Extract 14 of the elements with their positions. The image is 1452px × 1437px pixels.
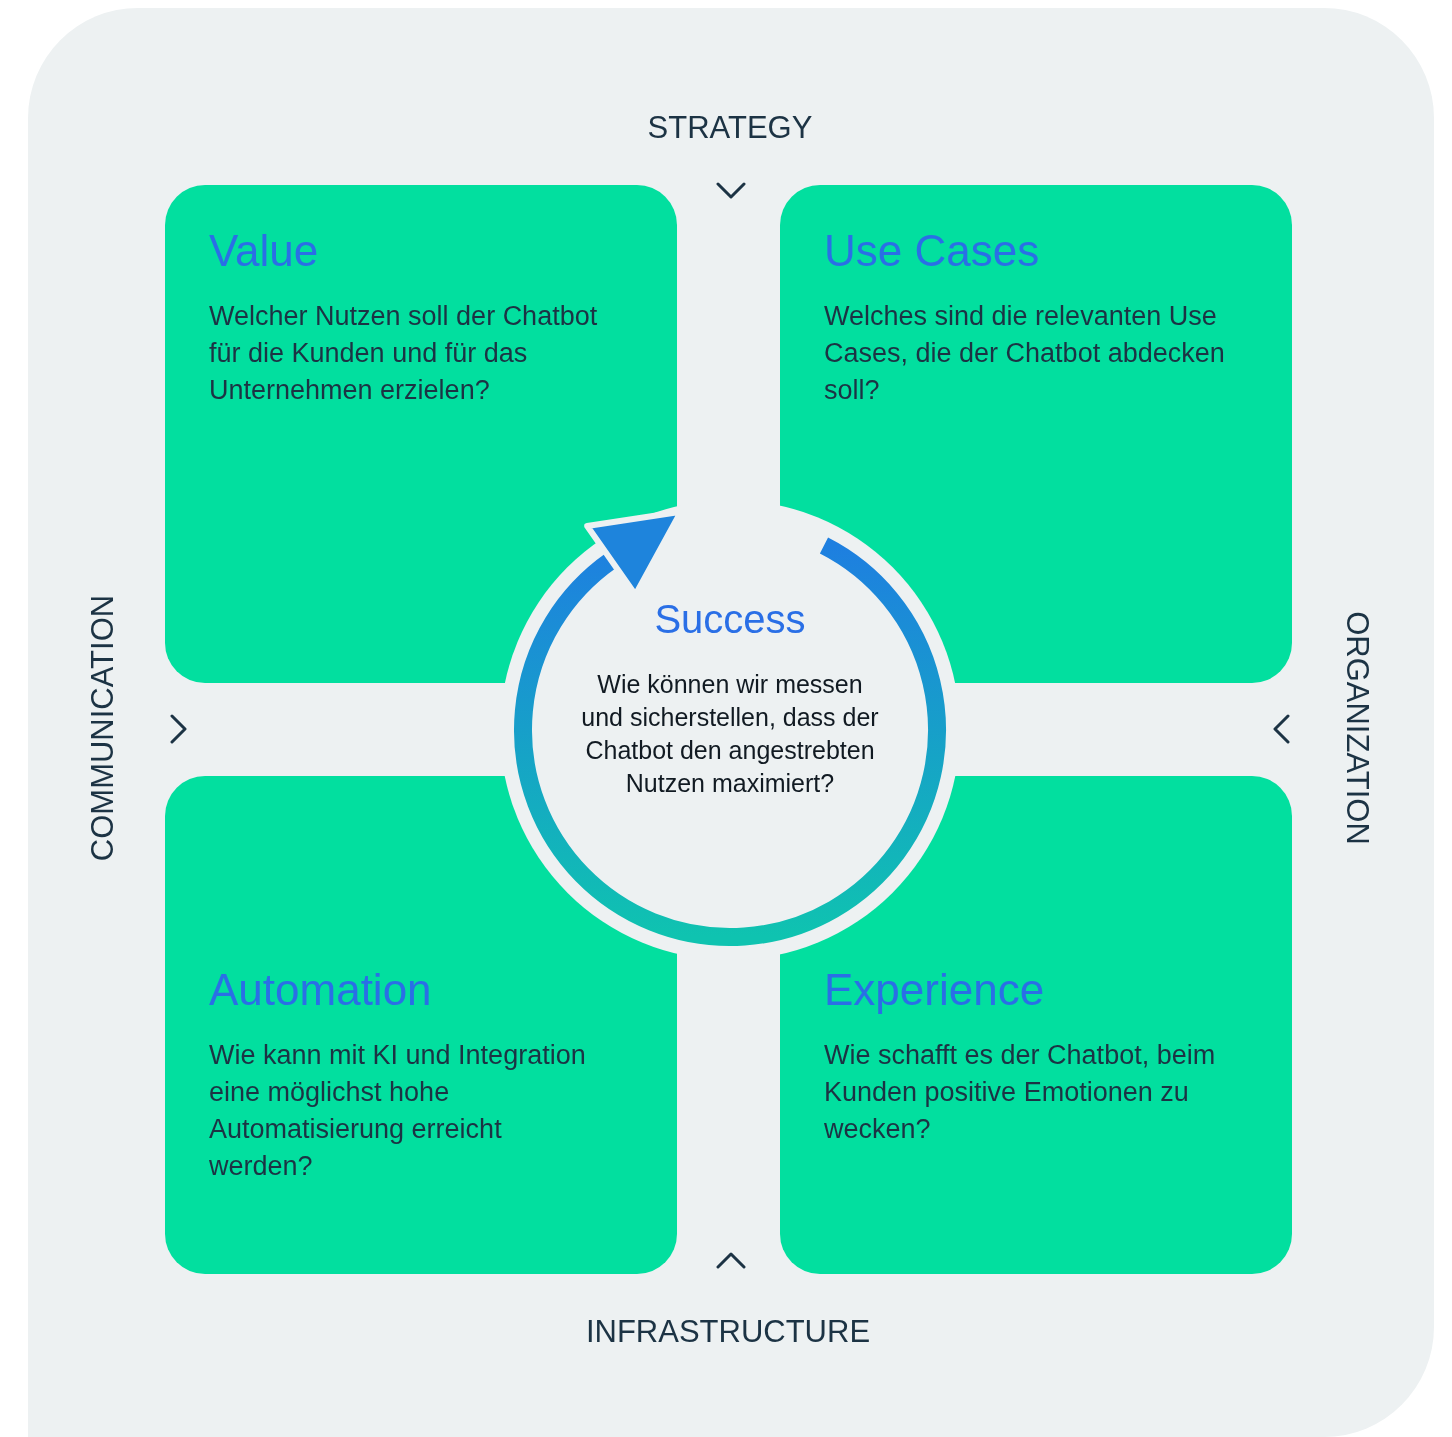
side-label: INFRASTRUCTURE [584, 1313, 872, 1351]
card-title: Use Cases [824, 225, 1041, 277]
card-text: Welcher Nutzen soll der Chatbot für die Kunden und für das Unternehmen erzielen? [209, 300, 599, 407]
card-text: Wie schafft es der Chatbot, beim Kunden positive Emotionen zu wecken? [824, 1039, 1217, 1146]
side-label: ORGANIZATION [1339, 610, 1376, 847]
card-text: Welches sind die relevanten Use Cases, die der Chatbot abdecken soll? [824, 300, 1226, 407]
circle-title: Success [653, 596, 807, 643]
card-title: Experience [824, 964, 1046, 1016]
card-title: Value [209, 225, 320, 277]
circle-text: Wie können wir messen und sicherstellen, dass der Chatbot den angestrebten Nutzen maximiert? [580, 669, 880, 799]
card-text: Wie kann mit KI und Integration eine möglichst hohe Automatisierung erreicht werden? [209, 1039, 587, 1183]
side-label: STRATEGY [646, 109, 814, 147]
side-label: COMMUNICATION [84, 593, 121, 864]
card-title: Automation [209, 964, 433, 1016]
